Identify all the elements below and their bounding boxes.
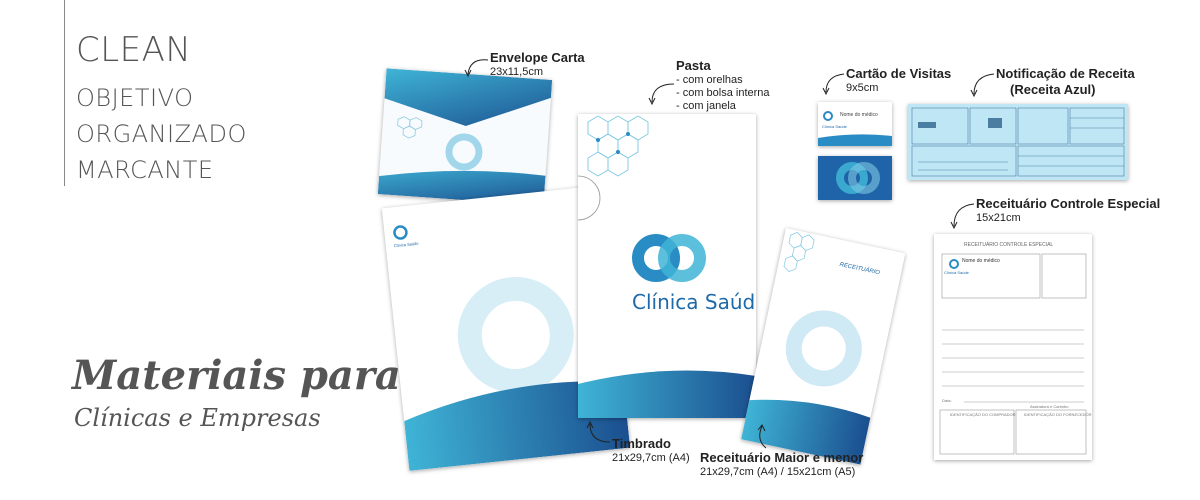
- tagline-objetivo: OBJETIVO: [76, 84, 194, 112]
- controle-brand: Clínica Saúde: [944, 270, 969, 275]
- headline-subtitle: Clínicas e Empresas: [74, 404, 321, 432]
- arrow-envelope-icon: [464, 59, 489, 78]
- cartao-brand: Clínica Saúde: [822, 124, 847, 129]
- size-controle: 15x21cm: [976, 212, 1021, 224]
- controle-title: RECEITUÁRIO CONTROLE ESPECIAL: [964, 242, 1054, 248]
- size-envelope: 23x11,5cm: [490, 66, 543, 78]
- cartao-front-art: [818, 111, 892, 146]
- label-envelope: Envelope Carta: [490, 50, 585, 65]
- label-cartao: Cartão de Visitas: [846, 66, 952, 81]
- cartao-doctor: Nome do médico: [840, 112, 878, 118]
- timbrado-art: [393, 225, 631, 471]
- controle-fornecedor: IDENTIFICAÇÃO DO FORNECEDOR: [1024, 412, 1092, 417]
- label-pasta: Pasta: [676, 58, 711, 73]
- label-controle: Receituário Controle Especial: [976, 196, 1161, 211]
- tagline-marcante: MARCANTE: [76, 156, 214, 184]
- pasta-opt1: - com orelhas: [676, 74, 743, 86]
- arrow-notificacao-icon: [970, 73, 995, 98]
- cartao-back-art: [836, 162, 880, 194]
- pasta-art: [578, 115, 756, 418]
- headline-title: Materiais para: [72, 352, 401, 399]
- pasta-mockup: Clínica Saúde: [578, 114, 756, 418]
- arrow-receituario-icon: [757, 424, 767, 449]
- receita-azul-mockup: [908, 104, 1128, 180]
- controle-data: Data:: [942, 398, 952, 403]
- arrow-pasta-icon: [648, 83, 675, 106]
- label-timbrado: Timbrado: [612, 436, 671, 451]
- tagline-clean: CLEAN: [76, 30, 192, 70]
- label-receituario: Receituário Maior e menor: [700, 450, 864, 465]
- divider-line: [64, 0, 65, 186]
- receituario-mockup: RECEITUÁRIO: [741, 228, 906, 465]
- arrow-controle-icon: [950, 203, 975, 230]
- timbrado-mockup: Clínica Saúde: [381, 185, 631, 471]
- label-notificacao-sub: (Receita Azul): [1010, 82, 1096, 97]
- tagline-organizado: ORGANIZADO: [76, 120, 247, 148]
- arrow-timbrado-icon: [586, 420, 611, 443]
- envelope-mockup: [377, 68, 553, 206]
- controle-doctor: Nome do médico: [962, 258, 1000, 264]
- controle-assinatura: Assinatura e Carimbo: [1030, 404, 1069, 409]
- pasta-opt2: - com bolsa interna: [676, 87, 770, 99]
- controle-especial-mockup: RECEITUÁRIO CONTROLE ESPECIAL Nome do mé…: [934, 234, 1092, 460]
- arrow-cartao-icon: [822, 73, 845, 96]
- receituario-art: [741, 232, 871, 465]
- size-cartao: 9x5cm: [846, 82, 879, 94]
- cartao-front: Nome do médico Clínica Saúde: [818, 102, 892, 146]
- pasta-brand: Clínica Saúde: [632, 290, 756, 314]
- label-notificacao: Notificação de Receita: [996, 66, 1135, 81]
- envelope-art: [377, 68, 553, 206]
- cartao-back: [818, 156, 892, 200]
- controle-form: [939, 253, 1087, 455]
- receita-azul-form: [911, 107, 1125, 177]
- size-timbrado: 21x29,7cm (A4): [612, 452, 690, 464]
- controle-comprador: IDENTIFICAÇÃO DO COMPRADOR: [950, 412, 1016, 417]
- size-receituario: 21x29,7cm (A4) / 15x21cm (A5): [700, 466, 856, 478]
- pasta-opt3: - com janela: [676, 100, 736, 112]
